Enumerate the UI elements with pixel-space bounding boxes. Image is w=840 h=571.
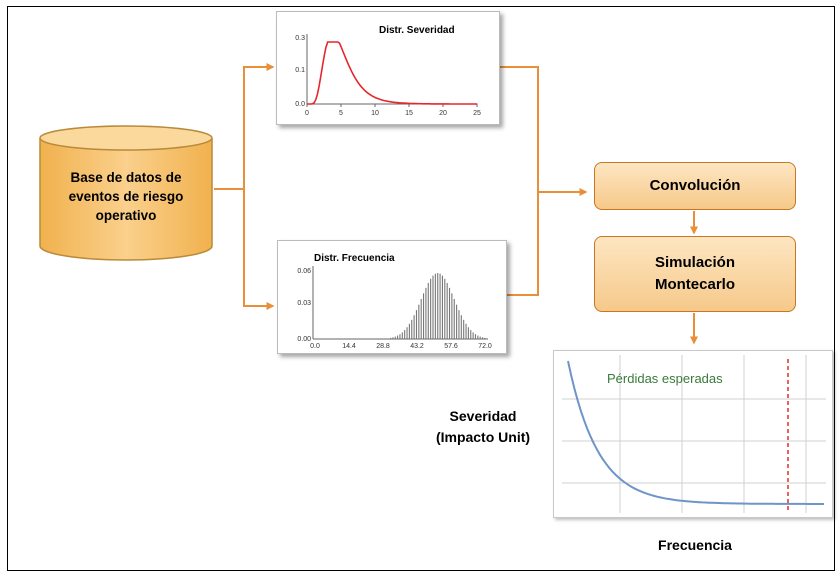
loss-curve [567, 360, 824, 505]
convolution-box: Convolución [594, 162, 796, 210]
severity-x-tick: 20 [439, 110, 447, 117]
frequency-y-tick: 0.00 [297, 336, 311, 343]
database-label: Base de datos de eventos de riesgo opera… [68, 170, 184, 223]
severity-x-tick: 15 [405, 110, 413, 117]
severity-chart-title: Distr. Severidad [379, 25, 455, 36]
severity-x-tick: 25 [473, 110, 481, 117]
expected-loss-chart [553, 350, 833, 518]
frequency-x-tick: 0.0 [310, 343, 320, 350]
loss-chart-xlabel: Frecuencia [658, 537, 732, 553]
branch-to-severity-arrow [243, 63, 275, 189]
branch-to-frequency-arrow [243, 189, 275, 310]
frequency-plot: 0.06 0.03 0.000.0 14.4 28.8 43.2 57.6 72.0 [297, 266, 492, 350]
frequency-y-tick: 0.06 [297, 268, 311, 275]
database-cylinder-icon [39, 125, 213, 261]
severity-y-tick: 0.3 [295, 35, 305, 42]
loss-chart-ylabel: Severidad (Impacto Unit) [435, 408, 531, 445]
frequency-chart-title: Distr. Frecuencia [314, 253, 395, 264]
frequency-x-tick: 28.8 [376, 343, 390, 350]
severity-to-merge-arrow [498, 66, 539, 296]
severity-x-tick: 0 [305, 110, 309, 117]
severity-x-tick: 5 [339, 110, 343, 117]
severity-x-tick: 10 [371, 110, 379, 117]
frequency-x-tick: 57.6 [444, 343, 458, 350]
severity-y-tick: 0.1 [295, 67, 305, 74]
frequency-x-tick: 72.0 [478, 343, 492, 350]
frequency-y-tick: 0.03 [297, 300, 311, 307]
frequency-x-tick: 43.2 [410, 343, 424, 350]
simulation-box: Simulación Montecarlo [594, 236, 796, 312]
frequency-x-tick: 14.4 [342, 343, 356, 350]
severity-y-tick: 0.0 [295, 101, 305, 108]
severity-plot: 0.3 0.1 0.00 5 10 15 20 25 [295, 34, 481, 117]
loss-chart-title: Pérdidas esperadas [607, 371, 723, 386]
loss-plot [562, 355, 826, 513]
